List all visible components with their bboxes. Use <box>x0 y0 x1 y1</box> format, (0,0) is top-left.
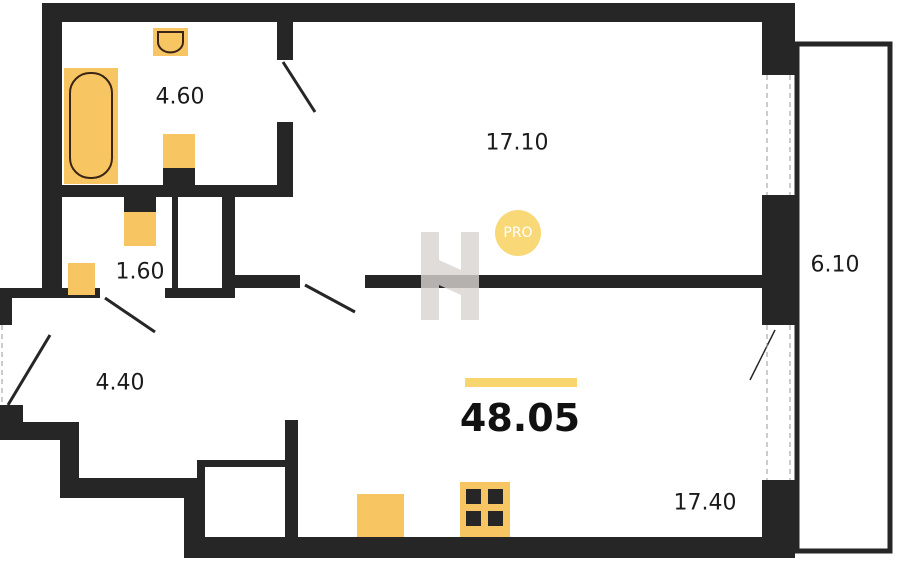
toilet-icon <box>163 134 195 168</box>
watermark-logo <box>421 232 479 320</box>
doors[interactable] <box>6 61 776 406</box>
sink-icon <box>68 263 95 295</box>
room-area-wc: 1.60 <box>115 259 165 285</box>
fixtures <box>64 28 510 537</box>
area-accent-bar <box>465 378 577 387</box>
toilet-icon <box>124 212 156 246</box>
window-lines <box>1 75 791 480</box>
room-area-kitchen-living: 17.40 <box>673 490 737 516</box>
balcony-outline <box>794 41 893 554</box>
total-area: 48.05 <box>459 396 581 440</box>
room-area-room: 17.10 <box>485 130 549 156</box>
pro-badge: PRO <box>495 210 541 256</box>
room-area-bathroom: 4.60 <box>155 84 205 110</box>
stove-burners <box>466 489 503 526</box>
room-area-hall: 4.40 <box>95 370 145 396</box>
kitchen-sink-icon <box>357 494 404 537</box>
room-area-balcony: 6.10 <box>810 252 860 278</box>
